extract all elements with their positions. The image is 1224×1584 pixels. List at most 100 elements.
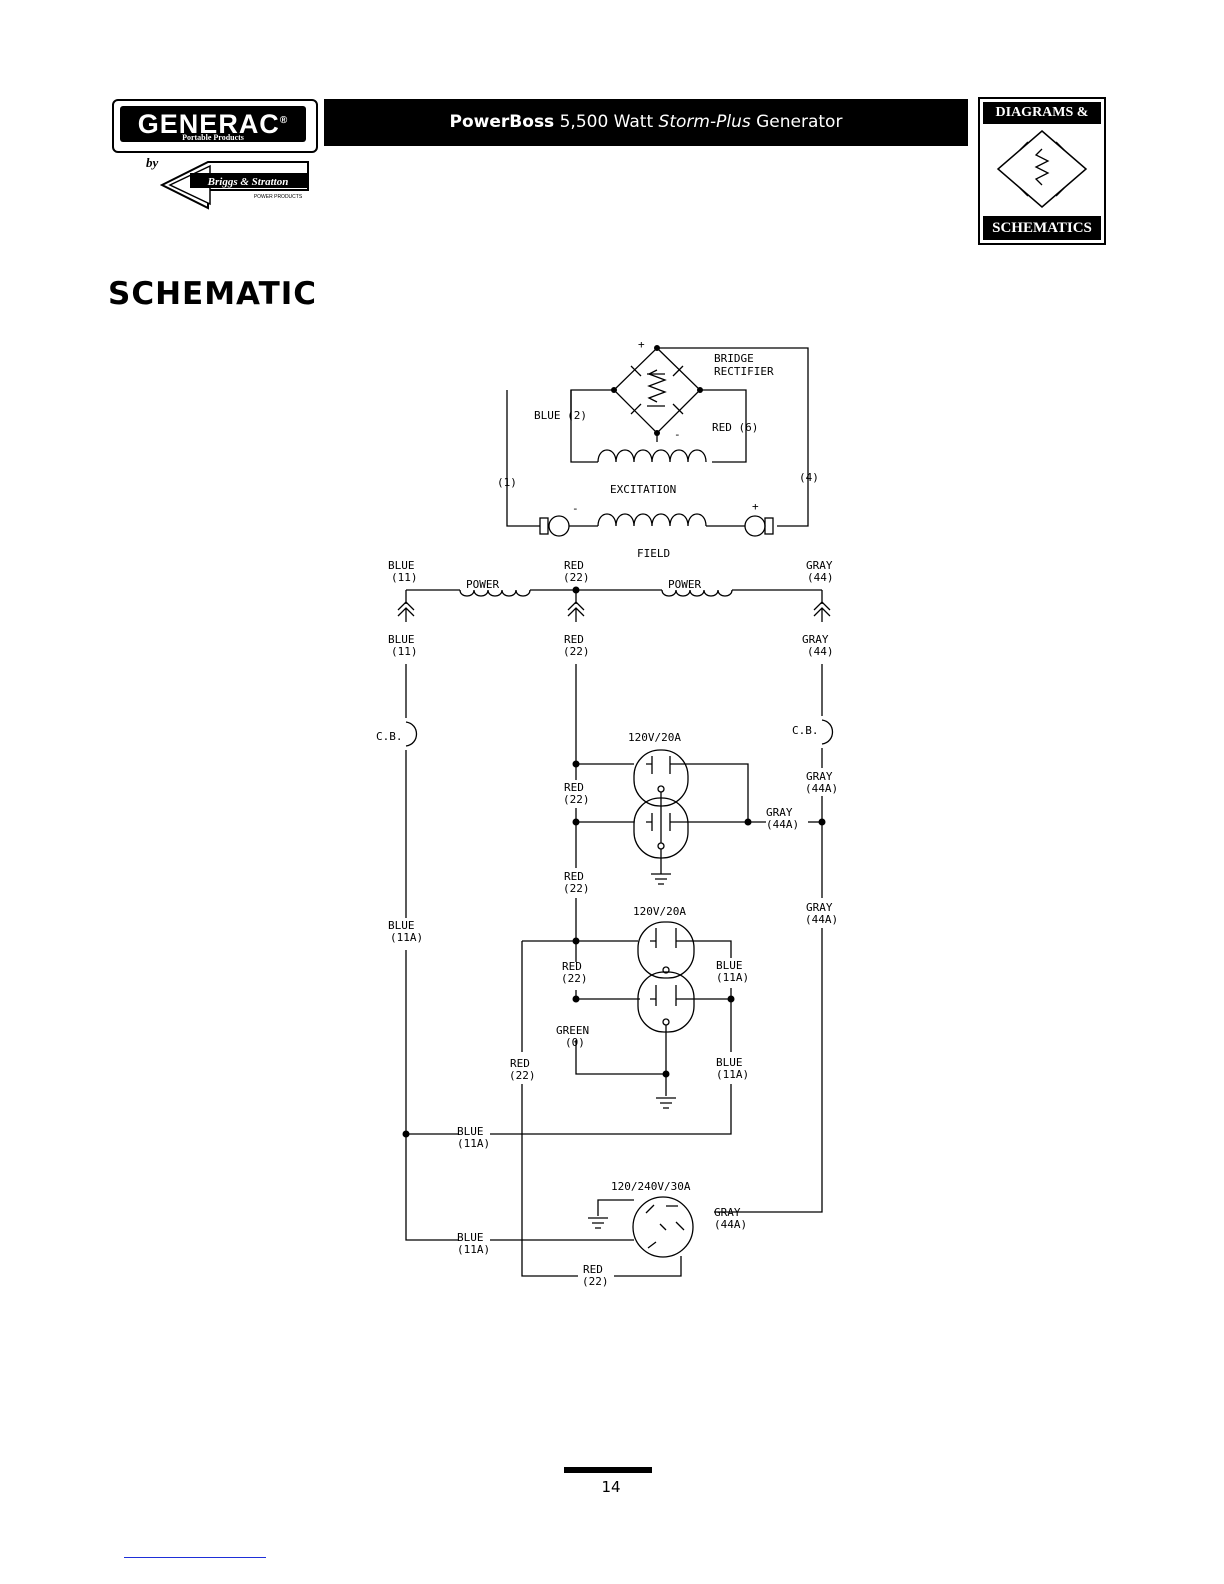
excitation-winding — [597, 449, 707, 463]
gray-label-b: GRAY — [766, 806, 793, 819]
bridge-label-1: BRIDGE — [714, 352, 754, 365]
red-number-a: (22) — [563, 793, 590, 806]
generac-logo-text: GENERAC® — [137, 109, 289, 139]
connector-gray-44 — [813, 601, 831, 622]
wire-blue-2 — [570, 389, 614, 463]
excitation-label: EXCITATION — [610, 483, 676, 496]
red-label-e: RED — [583, 1263, 603, 1276]
briggs-logo-subtext: POWER PRODUCTS — [254, 194, 303, 200]
red-label-a: RED — [564, 781, 584, 794]
field-slipring-plus — [744, 515, 766, 537]
section-title: SCHEMATIC — [108, 276, 318, 312]
page-number: 14 — [601, 1478, 621, 1496]
page-number-bar — [564, 1467, 652, 1473]
title-model: PowerBoss — [449, 112, 555, 132]
red-label-b: RED — [564, 870, 584, 883]
gray-44-label: GRAY — [802, 633, 829, 646]
top-blue-number: (11) — [391, 571, 418, 584]
red-22-number: (22) — [563, 645, 590, 658]
wire-label-blue-2: BLUE (2) — [534, 409, 587, 422]
blue-label-a: BLUE — [388, 919, 415, 932]
connector-red-22 — [567, 601, 585, 622]
gray-number-c: (44A) — [805, 913, 838, 926]
briggs-stratton-logo: Briggs & Stratton POWER PRODUCTS — [160, 161, 309, 210]
bridge-plus-label: + — [638, 338, 645, 351]
receptacle-2 — [490, 921, 732, 1135]
blue-label-c: BLUE — [716, 1056, 743, 1069]
red-number-d: (22) — [509, 1069, 536, 1082]
receptacle-2-rating: 120V/20A — [633, 905, 686, 918]
junction-dots — [402, 345, 826, 1138]
by-label: by — [146, 155, 159, 170]
top-gray-number: (44) — [807, 571, 834, 584]
document-title-bar: PowerBoss 5,500 Watt Storm-Plus Generato… — [324, 99, 968, 146]
field-plus-label: + — [752, 500, 759, 513]
twistlock-rating: 120/240V/30A — [611, 1180, 691, 1193]
rectifier-icon — [996, 130, 1088, 208]
bridge-label-2: RECTIFIER — [714, 365, 774, 378]
badge-top-label: DIAGRAMS & — [983, 102, 1101, 124]
cb-right-label: C.B. — [792, 724, 819, 737]
red-number-e: (22) — [582, 1275, 609, 1288]
wire-red-6 — [700, 389, 747, 463]
blue-label-e: BLUE — [457, 1231, 484, 1244]
red-label-c: RED — [562, 960, 582, 973]
diagrams-schematics-badge: DIAGRAMS & SCHEMATICS — [978, 97, 1106, 245]
top-blue-label: BLUE — [388, 559, 415, 572]
power-winding-2 — [661, 589, 733, 597]
blue-label-b: BLUE — [716, 959, 743, 972]
field-brush-plus — [764, 517, 774, 535]
field-label: FIELD — [637, 547, 670, 560]
field-brush-minus — [539, 517, 549, 535]
title-wattage: 5,500 Watt — [559, 112, 654, 132]
blue-number-c: (11A) — [716, 1068, 749, 1081]
title-series: Storm-Plus — [658, 112, 751, 132]
receptacle-1 — [633, 749, 749, 885]
top-red-label: RED — [564, 559, 584, 572]
generac-logo-subtitle: Portable Products — [182, 133, 244, 142]
blue-label-d: BLUE — [457, 1125, 484, 1138]
badge-bottom-label: SCHEMATICS — [983, 216, 1101, 240]
green-number: (0) — [565, 1036, 585, 1049]
top-red-number: (22) — [563, 571, 590, 584]
red-label-d: RED — [510, 1057, 530, 1070]
connector-blue-11 — [397, 601, 415, 622]
field-winding — [597, 513, 707, 527]
bridge-minus-label: - — [674, 428, 681, 441]
gray-number-b: (44A) — [766, 818, 799, 831]
power-label-1: POWER — [466, 578, 499, 591]
blue-number-b: (11A) — [716, 971, 749, 984]
circuit-breaker-right — [821, 719, 834, 745]
blue-number-d: (11A) — [457, 1137, 490, 1150]
blue-11-number: (11) — [391, 645, 418, 658]
title-generator: Generator — [756, 112, 843, 132]
power-winding-1 — [459, 589, 531, 597]
generac-logo: GENERAC® Portable Products — [112, 99, 318, 153]
power-label-2: POWER — [668, 578, 701, 591]
gray-44-number: (44) — [807, 645, 834, 658]
circuit-breaker-left — [405, 721, 418, 747]
gray-number-a: (44A) — [805, 782, 838, 795]
briggs-logo-outline — [160, 161, 309, 210]
wire-label-1: (1) — [497, 476, 517, 489]
generac-logo-plate: GENERAC® Portable Products — [120, 106, 306, 142]
gray-label-c: GRAY — [806, 901, 833, 914]
green-label: GREEN — [556, 1024, 589, 1037]
field-minus-label: - — [572, 502, 579, 515]
bridge-rectifier — [613, 347, 701, 434]
red-number-c: (22) — [561, 972, 588, 985]
wire-4 — [657, 347, 809, 527]
wire-label-4: (4) — [799, 471, 819, 484]
blue-11-label: BLUE — [388, 633, 415, 646]
twistlock-receptacle — [490, 1196, 694, 1258]
red-22-label: RED — [564, 633, 584, 646]
blue-number-e: (11A) — [457, 1243, 490, 1256]
wire-1 — [506, 390, 540, 527]
wire-label-red-6: RED (6) — [712, 421, 758, 434]
blue-number-a: (11A) — [390, 931, 423, 944]
briggs-logo-plate — [190, 173, 308, 188]
briggs-logo-text: Briggs & Stratton — [207, 176, 289, 188]
receptacle-1-rating: 120V/20A — [628, 731, 681, 744]
red-number-b: (22) — [563, 882, 590, 895]
